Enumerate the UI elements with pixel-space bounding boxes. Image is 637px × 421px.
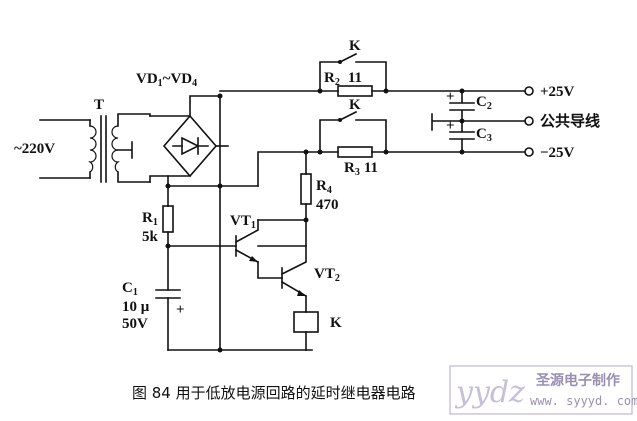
label-vt1: VT1 bbox=[230, 213, 256, 231]
terminal-neg bbox=[524, 147, 534, 157]
common-ground-tap bbox=[431, 113, 463, 131]
transistor-vt2 bbox=[257, 245, 308, 298]
r1-resistor bbox=[162, 205, 174, 233]
c1-plates bbox=[155, 289, 181, 299]
transformer-core bbox=[100, 115, 107, 183]
neg-25v-line bbox=[257, 151, 526, 187]
transistor-vt1 bbox=[234, 219, 307, 264]
relay-coil-k bbox=[293, 311, 319, 333]
relay-top-pivot bbox=[338, 60, 342, 64]
label-ac-input: ~220V bbox=[14, 141, 55, 157]
filter-capacitors bbox=[431, 90, 526, 153]
label-r4: R4 bbox=[316, 178, 332, 196]
junction-dots bbox=[165, 88, 465, 353]
label-c1-voltage: 50V bbox=[122, 316, 148, 332]
watermark-logo: yydz bbox=[454, 375, 525, 410]
label-c2: C2 bbox=[476, 94, 492, 112]
bridge-ac-leads bbox=[149, 115, 191, 183]
figure-caption: 图 84 用于低放电源回路的延时继电器电路 bbox=[132, 384, 416, 402]
label-c3: C3 bbox=[476, 126, 492, 144]
label-c3-plus: + bbox=[446, 118, 455, 134]
label-c1: C1 bbox=[122, 280, 138, 298]
label-c1-value: 10 μ bbox=[122, 299, 150, 315]
relay-top-bypass bbox=[319, 61, 387, 92]
primary-leads bbox=[39, 119, 91, 179]
r4-resistor bbox=[300, 173, 312, 205]
vt2-collector bbox=[280, 245, 307, 276]
label-out-neg: −25V bbox=[540, 145, 575, 161]
label-r4-value: 470 bbox=[316, 197, 339, 213]
label-vt2: VT2 bbox=[314, 266, 340, 284]
relay-mid-pivot bbox=[338, 118, 342, 122]
primary-coil bbox=[88, 125, 97, 173]
c2-c3-plates bbox=[449, 90, 475, 153]
watermark-frame bbox=[449, 365, 633, 415]
r3-resistor bbox=[337, 146, 373, 158]
relay-mid-contact bbox=[338, 110, 358, 122]
transformer-t bbox=[39, 113, 151, 183]
r4-to-vt1 bbox=[257, 203, 307, 247]
bridge-rectifier bbox=[149, 114, 218, 183]
secondary-coil bbox=[111, 125, 120, 173]
vt2-base-lead bbox=[257, 261, 283, 279]
label-c1-plus: + bbox=[176, 302, 185, 318]
label-out-common: 公共导线 bbox=[540, 112, 600, 130]
label-c2-plus: + bbox=[446, 89, 455, 105]
vt1-collector bbox=[234, 219, 259, 244]
label-transformer: T bbox=[94, 97, 104, 113]
center-tap-ground bbox=[117, 141, 133, 159]
label-relay-coil: K bbox=[330, 315, 342, 331]
label-relay-top: K bbox=[349, 38, 361, 54]
watermark-name: 圣源电子制作 bbox=[535, 372, 620, 389]
label-r1-value: 5k bbox=[142, 229, 159, 245]
relay-mid-bypass bbox=[319, 119, 387, 153]
secondary-leads bbox=[117, 113, 151, 183]
bridge-bottom-lead bbox=[167, 175, 259, 187]
terminal-common bbox=[524, 116, 534, 126]
label-out-pos: +25V bbox=[540, 84, 575, 100]
r2-resistor bbox=[337, 85, 373, 97]
relay-top-contact bbox=[338, 52, 358, 64]
bridge-top-lead bbox=[189, 95, 221, 117]
terminal-pos bbox=[524, 86, 534, 96]
watermark-url: www. syyyd. com bbox=[530, 394, 637, 408]
label-r1: R1 bbox=[142, 210, 158, 228]
vt1-arrow bbox=[249, 256, 258, 262]
diode-triangle bbox=[181, 136, 200, 156]
watermark: yydz 圣源电子制作 www. syyyd. com bbox=[449, 365, 637, 415]
label-relay-mid: K bbox=[349, 97, 361, 113]
vt2-arrow bbox=[297, 290, 306, 296]
label-bridge: VD1~VD4 bbox=[136, 71, 197, 89]
